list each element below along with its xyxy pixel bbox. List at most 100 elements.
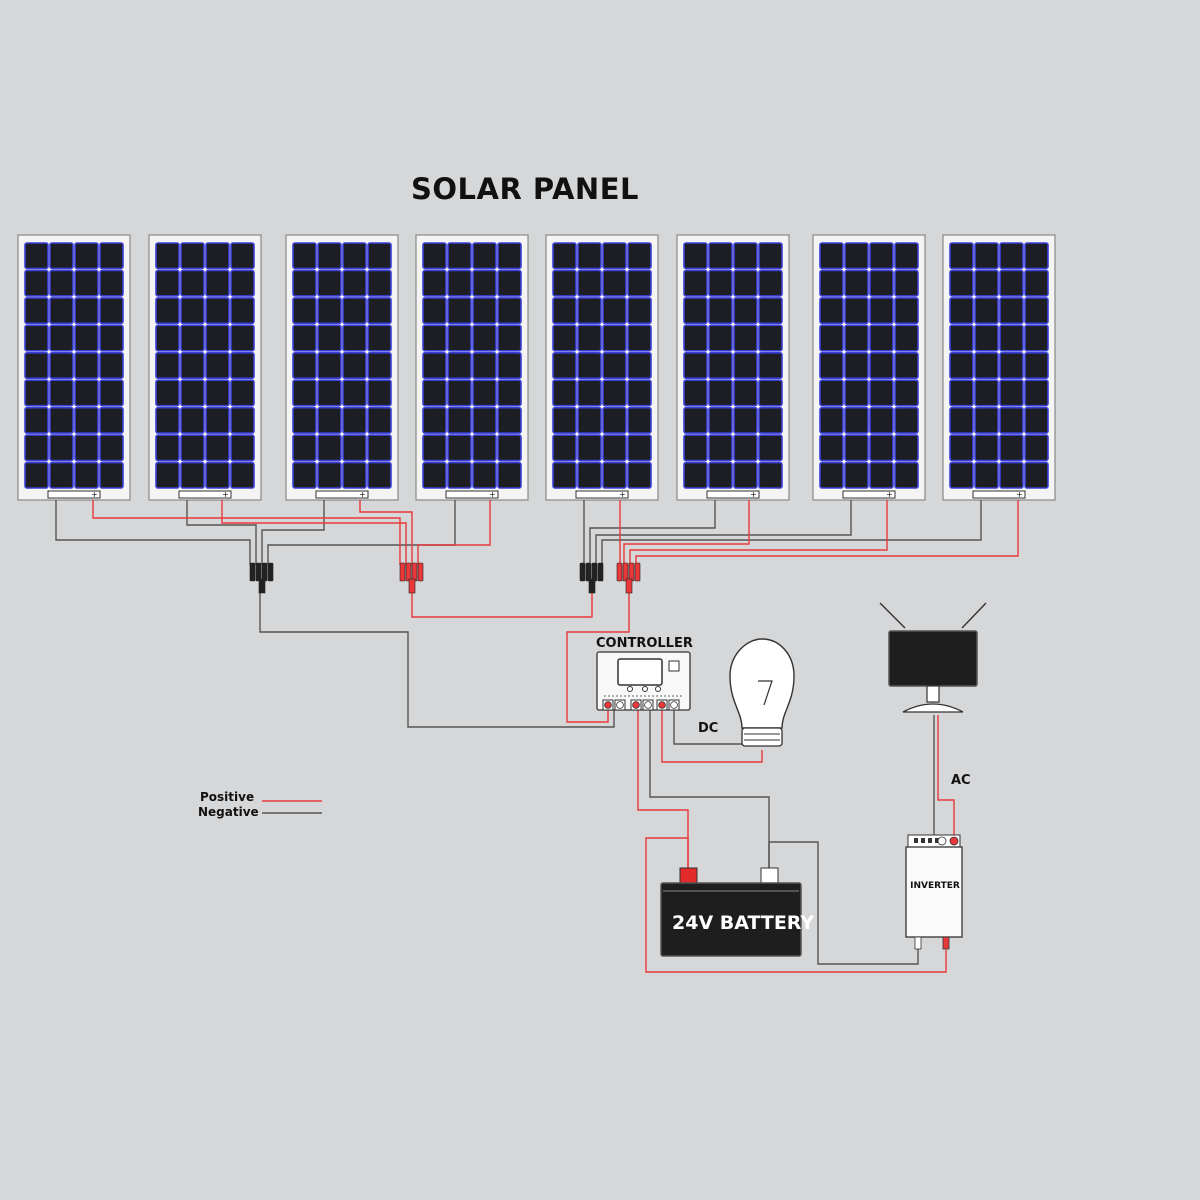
solar-cell (99, 242, 124, 270)
inverter-dc-terminal-negative (914, 936, 922, 950)
solar-cell (49, 461, 74, 489)
connector-pin (417, 562, 424, 582)
solar-cell (683, 434, 708, 462)
solar-panel: + (942, 234, 1056, 501)
solar-cell (24, 351, 49, 380)
solar-cell (292, 269, 317, 297)
solar-cell (74, 379, 99, 407)
solar-cell (758, 269, 783, 297)
solar-cell (342, 461, 367, 489)
solar-cell (205, 324, 230, 352)
solar-cell (708, 351, 733, 380)
junction-box (575, 490, 629, 499)
solar-cell (497, 379, 522, 407)
controller-button (642, 686, 648, 692)
solar-cell (155, 297, 180, 325)
solar-cell (974, 461, 999, 489)
solar-cell (342, 269, 367, 297)
bulb-filament (758, 680, 773, 706)
solar-cell (733, 297, 758, 325)
solar-cell (205, 269, 230, 297)
solar-cell (24, 324, 49, 352)
solar-cell (472, 324, 497, 352)
solar-cell (577, 297, 602, 325)
solar-cell (602, 406, 627, 434)
solar-cell (949, 379, 974, 407)
solar-cell (367, 324, 392, 352)
load-positive-wire (661, 710, 763, 763)
solar-cell (422, 242, 447, 270)
connector-pin (622, 562, 629, 582)
inverter-vent (921, 838, 925, 843)
solar-cell (844, 242, 869, 270)
solar-cell (472, 269, 497, 297)
solar-cell (74, 351, 99, 380)
solar-cell (708, 461, 733, 489)
solar-cell (733, 269, 758, 297)
connector-output (625, 578, 633, 594)
positive-wire (417, 500, 491, 565)
battery-body (660, 882, 802, 957)
solar-cell (317, 434, 342, 462)
solar-cell (24, 269, 49, 297)
solar-cell (1024, 351, 1049, 380)
solar-cell (869, 297, 894, 325)
solar-cell (577, 461, 602, 489)
solar-cell (552, 269, 577, 297)
wiring (55, 500, 1019, 973)
solar-cell (577, 351, 602, 380)
solar-cell (949, 242, 974, 270)
solar-cell (49, 242, 74, 270)
junction-plus-sign: + (619, 490, 626, 499)
solar-cell (230, 269, 255, 297)
negative-wire (55, 500, 251, 565)
solar-cell (974, 351, 999, 380)
ac-label: AC (951, 773, 971, 788)
solar-cell (627, 324, 652, 352)
negative-wire (589, 500, 716, 565)
solar-cell (24, 297, 49, 325)
solar-cell (894, 434, 919, 462)
solar-cell (180, 297, 205, 325)
solar-cell (367, 461, 392, 489)
connector-output (258, 578, 266, 594)
solar-cell (230, 406, 255, 434)
solar-cell (974, 379, 999, 407)
solar-cell (577, 406, 602, 434)
solar-cell (342, 434, 367, 462)
solar-cell (1024, 297, 1049, 325)
solar-cell (205, 434, 230, 462)
solar-cell (894, 351, 919, 380)
controller-terminal-screw (632, 701, 640, 709)
solar-cell (205, 379, 230, 407)
junction-box (842, 490, 896, 499)
solar-cell (683, 379, 708, 407)
solar-cell (49, 297, 74, 325)
solar-cell (292, 379, 317, 407)
solar-cell (708, 242, 733, 270)
solar-cell (342, 297, 367, 325)
solar-cell (733, 324, 758, 352)
solar-cell (869, 242, 894, 270)
inverter-icon (905, 834, 963, 950)
solar-cell (317, 379, 342, 407)
negative-wire (595, 500, 852, 565)
solar-cell (869, 269, 894, 297)
inverter-label: INVERTER (910, 881, 960, 891)
solar-panel-array: ++++++++ (17, 234, 1056, 501)
solar-cell (552, 461, 577, 489)
solar-cell (155, 242, 180, 270)
solar-cell (180, 406, 205, 434)
solar-cell (949, 351, 974, 380)
solar-cell (819, 351, 844, 380)
solar-cell (552, 351, 577, 380)
solar-cell (472, 379, 497, 407)
junction-box (706, 490, 760, 499)
solar-cell (1024, 242, 1049, 270)
solar-cell (683, 461, 708, 489)
junction-plus-sign: + (91, 490, 98, 499)
tv-stand (902, 703, 964, 713)
solar-cell (974, 297, 999, 325)
